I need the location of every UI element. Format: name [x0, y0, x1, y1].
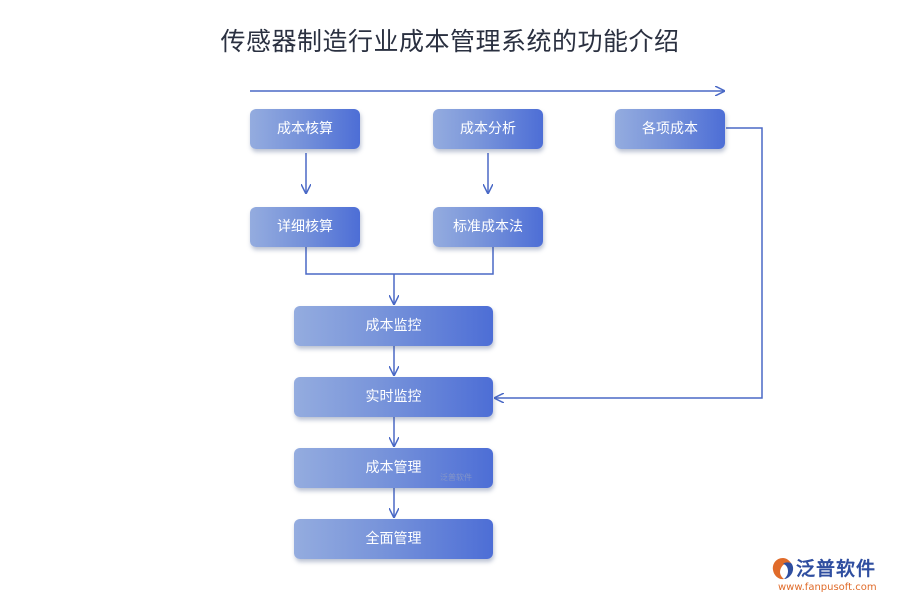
merge-connector	[305, 247, 494, 275]
page-title: 传感器制造行业成本管理系统的功能介绍	[220, 27, 680, 56]
node-cost-analysis: 成本分析	[433, 109, 543, 149]
node-realtime-monitoring: 实时监控	[294, 377, 493, 417]
watermark-text: 泛普软件	[440, 473, 472, 482]
loop-connector	[495, 127, 763, 398]
node-cost-monitoring: 成本监控	[294, 306, 493, 346]
node-standard-cost-method: 标准成本法	[433, 207, 543, 247]
node-full-management: 全面管理	[294, 519, 493, 559]
node-various-costs: 各项成本	[615, 109, 725, 149]
node-detailed-accounting: 详细核算	[250, 207, 360, 247]
node-cost-management: 成本管理	[294, 448, 493, 488]
node-cost-accounting: 成本核算	[250, 109, 360, 149]
brand-logo-icon	[772, 558, 794, 580]
brand-name: 泛普软件	[796, 558, 877, 580]
brand-url: www.fanpusoft.com	[778, 582, 877, 593]
